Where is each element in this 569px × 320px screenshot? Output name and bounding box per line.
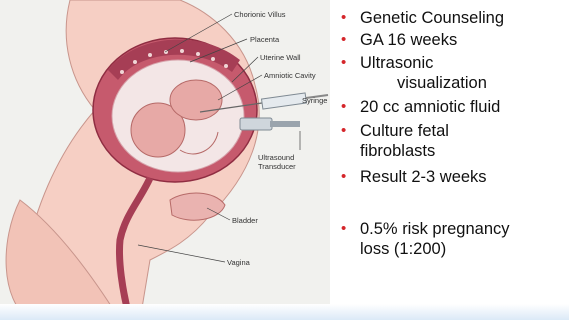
- bullet-dot: •: [341, 8, 346, 28]
- bullet-list: • Genetic Counseling • GA 16 weeks • Ult…: [337, 8, 569, 259]
- amniotic-cavity-label: Amniotic Cavity: [264, 71, 316, 80]
- syringe-label: Syringe: [302, 96, 327, 105]
- uterine-wall-label: Uterine Wall: [260, 53, 301, 62]
- bullet-item: • 0.5% risk pregnancy loss (1:200): [337, 219, 569, 259]
- bullet-text-line1: Ultrasonic: [360, 54, 433, 72]
- chorionic-villus-label: Chorionic Villus: [234, 10, 286, 19]
- bullet-text-line2: loss (1:200): [360, 240, 446, 258]
- bullet-dot: •: [341, 53, 346, 73]
- bullet-text: GA 16 weeks: [360, 31, 457, 49]
- bullet-text-line1: 0.5% risk pregnancy: [360, 220, 510, 238]
- placenta-label: Placenta: [250, 35, 279, 44]
- bullet-text: Result 2-3 weeks: [360, 168, 487, 186]
- bullet-dot: •: [341, 97, 346, 117]
- bullet-item: • Ultrasonic visualization: [337, 53, 569, 93]
- bullet-item: • Genetic Counseling: [337, 8, 569, 28]
- bullet-text-line1: Culture fetal: [360, 122, 449, 140]
- amniocentesis-diagram: Chorionic Villus Placenta Uterine Wall A…: [0, 0, 330, 320]
- bullet-item: • Culture fetal fibroblasts: [337, 121, 569, 161]
- ultrasound-transducer-shape: [240, 118, 272, 130]
- bullet-item: • Result 2-3 weeks: [337, 167, 569, 187]
- bullet-text: Genetic Counseling: [360, 9, 504, 27]
- bullet-item: • 20 cc amniotic fluid: [337, 97, 569, 117]
- ultrasound-transducer-label-line2: Transducer: [258, 162, 296, 171]
- bladder-label: Bladder: [232, 216, 258, 225]
- bullet-item: • GA 16 weeks: [337, 30, 569, 50]
- vagina-label: Vagina: [227, 258, 250, 267]
- bullet-dot: •: [341, 121, 346, 141]
- ultrasound-transducer-label-line1: Ultrasound: [258, 153, 294, 162]
- bullet-dot: •: [341, 167, 346, 187]
- bullet-dot: •: [341, 219, 346, 239]
- bottom-gradient-band: [0, 304, 569, 320]
- bullet-dot: •: [341, 30, 346, 50]
- bullet-text-line2: fibroblasts: [360, 142, 435, 160]
- bullet-text: 20 cc amniotic fluid: [360, 98, 500, 116]
- bladder-organ: [170, 193, 225, 220]
- bullet-text-line2: visualization: [360, 73, 569, 93]
